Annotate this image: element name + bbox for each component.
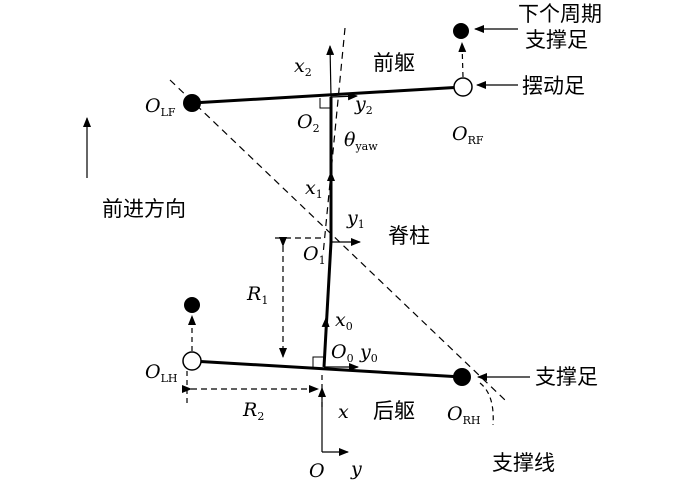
label-r1: R1 xyxy=(246,283,268,307)
frame2-x-axis xyxy=(326,45,335,98)
label-theta-yaw: θyaw xyxy=(344,129,378,153)
support-line-label: 支撑线 xyxy=(492,451,555,475)
label-y2: y2 xyxy=(354,93,373,117)
frame2-right-angle xyxy=(319,98,331,109)
label-o-lf: OLF xyxy=(145,95,176,119)
label-o1: O1 xyxy=(303,243,326,267)
swing-foot-label: 摆动足 xyxy=(522,74,585,98)
rear-body-segment xyxy=(191,359,463,379)
right-front-foot-joint xyxy=(453,77,473,97)
label-x2: x2 xyxy=(294,55,312,79)
forward-direction-label: 前进方向 xyxy=(102,197,186,221)
right-hind-foot-joint xyxy=(453,368,471,386)
label-o-rh: ORH xyxy=(447,403,480,427)
next-support-foot-left xyxy=(184,297,200,313)
label-o2: O2 xyxy=(297,111,320,135)
label-y0: y0 xyxy=(359,341,378,365)
next-period-label-line2: 支撑足 xyxy=(525,28,588,52)
next-period-label-line1: 下个周期 xyxy=(518,2,602,26)
spine-label: 脊柱 xyxy=(388,224,430,248)
swing-right-foot-arrow xyxy=(458,42,467,78)
label-x1: x1 xyxy=(305,177,323,201)
frame0-right-angle xyxy=(312,356,324,367)
label-y1: y1 xyxy=(346,207,365,231)
label-base-o: O xyxy=(309,460,325,481)
label-o0: O0 xyxy=(331,341,354,365)
support-line-leader xyxy=(479,382,494,426)
label-base-y: y xyxy=(350,458,362,480)
left-hind-foot-joint xyxy=(182,351,202,371)
frame2-y-axis xyxy=(330,92,358,101)
support-foot-label: 支撑足 xyxy=(535,365,598,389)
support-diagonal-line xyxy=(169,79,506,401)
label-o-rf: ORF xyxy=(452,123,484,147)
label-x0: x0 xyxy=(335,309,353,333)
frame0-x-axis xyxy=(321,317,330,368)
label-base-x: x xyxy=(338,401,349,423)
rear-body-label: 后躯 xyxy=(373,399,415,423)
next-support-foot-right xyxy=(453,23,469,39)
left-front-foot-joint xyxy=(183,94,201,112)
front-body-segment xyxy=(191,85,464,105)
front-body-label: 前躯 xyxy=(373,51,415,75)
yaw-reference-line xyxy=(322,27,346,256)
label-o-lh: OLH xyxy=(145,361,177,385)
label-r2: R2 xyxy=(242,399,264,423)
